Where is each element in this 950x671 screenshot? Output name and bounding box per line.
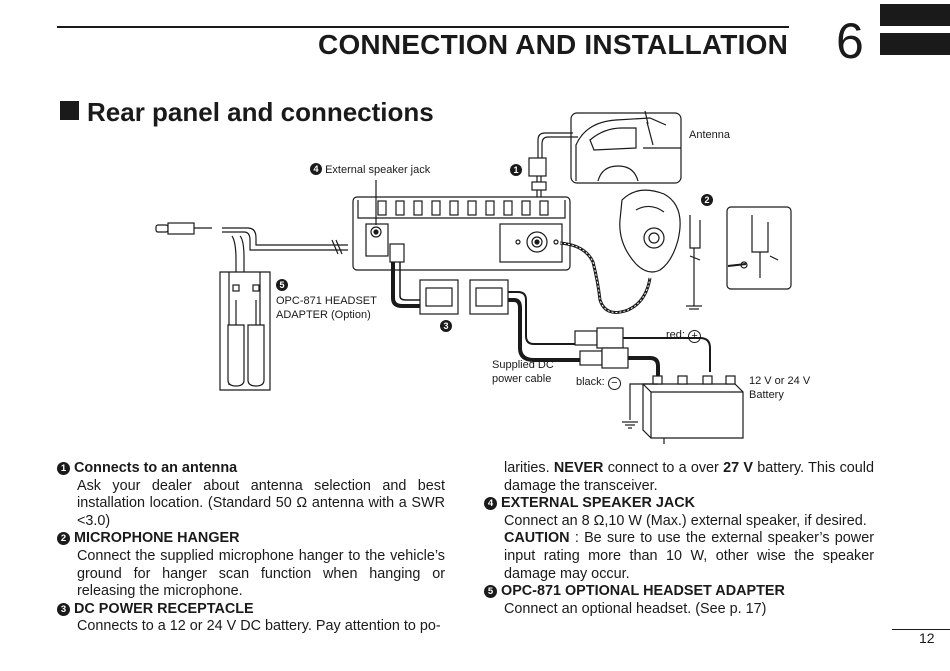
caution-label: CAUTION [504,530,570,547]
item-4-body: Connect an 8 Ω,10 W (Max.) external spea… [504,512,867,529]
car-illustration [570,110,682,184]
black-wire-text: black: [576,376,605,388]
item-1-title: Connects to an antenna [74,460,238,476]
page-number: 12 [919,630,935,646]
item-4-caution: CAUTION : Be sure to use the external sp… [484,530,874,583]
headset-adapter-label: OPC-871 HEADSET ADAPTER (Option) [276,294,377,322]
plus-icon: + [688,330,702,343]
headset-adapter-label-line1: OPC-871 HEADSET [276,295,377,307]
item-4-title: EXTERNAL SPEAKER JACK [501,495,696,512]
item-3-cont-c: battery. This could damage the transceiv… [504,460,874,494]
marker-3: 3 [440,320,452,334]
never-emphasis: NEVER [553,460,604,476]
chapter-number: 6 [836,13,864,69]
item-4-heading: 4 EXTERNAL SPEAKER JACK [484,495,874,513]
red-wire-label: red: + [666,328,702,343]
item-3-title: DC POWER RECEPTACLE [74,600,254,617]
external-speaker-jack-label: 4 External speaker jack [310,163,430,177]
power-cable-label-line1: Supplied DC [492,359,554,371]
section-square-icon [60,101,79,120]
marker-5-text-icon: 5 [484,585,497,599]
item-3-heading: 3 DC POWER RECEPTACLE [57,601,445,619]
marker-1-icon: 1 [510,164,522,176]
marker-1-text-icon: 1 [57,462,70,475]
item-1-body: Ask your dealer about antenna selection … [77,477,445,529]
item-5-title: OPC-871 OPTIONAL HEADSET ADAPTER [501,583,785,600]
battery-label: 12 V or 24 V Battery [749,374,810,402]
headset-adapter-box [219,271,271,391]
header-rule [57,26,789,28]
marker-2: 2 [701,194,713,208]
battery-label-line1: 12 V or 24 V [749,375,811,387]
item-5-heading: 5 OPC-871 OPTIONAL HEADSET ADAPTER [484,583,874,601]
chapter-title: CONNECTION AND INSTALLATION [318,29,788,60]
item-2-heading: 2 MICROPHONE HANGER [57,530,445,548]
section-title: Rear panel and connections [60,97,434,128]
item-3-cont-b: connect to a over [603,460,724,476]
battery-label-line2: Battery [749,389,784,401]
marker-1: 1 [510,164,522,178]
black-wire-label: black: − [576,375,621,390]
marker-3-text-icon: 3 [57,602,70,616]
minus-icon: − [607,377,621,390]
description-column-right: larities. NEVER connect to a over 27 V b… [484,460,874,618]
red-wire-text: red: [666,329,685,341]
footer-rule [892,629,950,630]
external-speaker-jack-text: External speaker jack [325,164,431,176]
marker-3-icon: 3 [440,320,452,332]
marker-4-text-icon: 4 [484,497,497,511]
item-3-body: Connects to a 12 or 24 V DC battery. Pay… [77,618,441,635]
microphone-hanger-illustration [686,206,792,310]
marker-5: 5 [276,279,288,293]
item-2-body: Connect the supplied microphone hanger t… [77,547,445,600]
item-1-heading: 1 Connects to an antenna [57,460,445,478]
chapter-tab-top [880,4,950,26]
power-cable-label: Supplied DC power cable [492,358,554,386]
item-2-title: MICROPHONE HANGER [74,530,240,547]
transceiver-rear-panel [352,196,571,271]
marker-2-text-icon: 2 [57,532,70,546]
section-title-text: Rear panel and connections [87,97,434,127]
headset-adapter-label-line2: ADAPTER (Option) [276,309,371,321]
description-column-left: 1 Connects to an antenna Ask your dealer… [57,460,445,636]
power-cable-label-line2: power cable [492,373,552,385]
marker-5-icon: 5 [276,279,288,291]
item-3-cont-a: larities. [504,460,554,476]
battery-illustration [642,375,744,439]
microphone-illustration [559,189,681,314]
marker-2-icon: 2 [701,194,713,206]
chapter-tab-bottom [880,33,950,55]
item-3-continued: larities. NEVER connect to a over 27 V b… [484,460,874,495]
voltage-emphasis: 27 V [723,460,753,476]
antenna-label: Antenna [689,129,730,141]
marker-4-icon: 4 [310,163,322,175]
caution-text: : Be sure to use the external speaker’s … [504,530,874,582]
item-5-body: Connect an optional headset. (See p. 17) [504,600,767,617]
